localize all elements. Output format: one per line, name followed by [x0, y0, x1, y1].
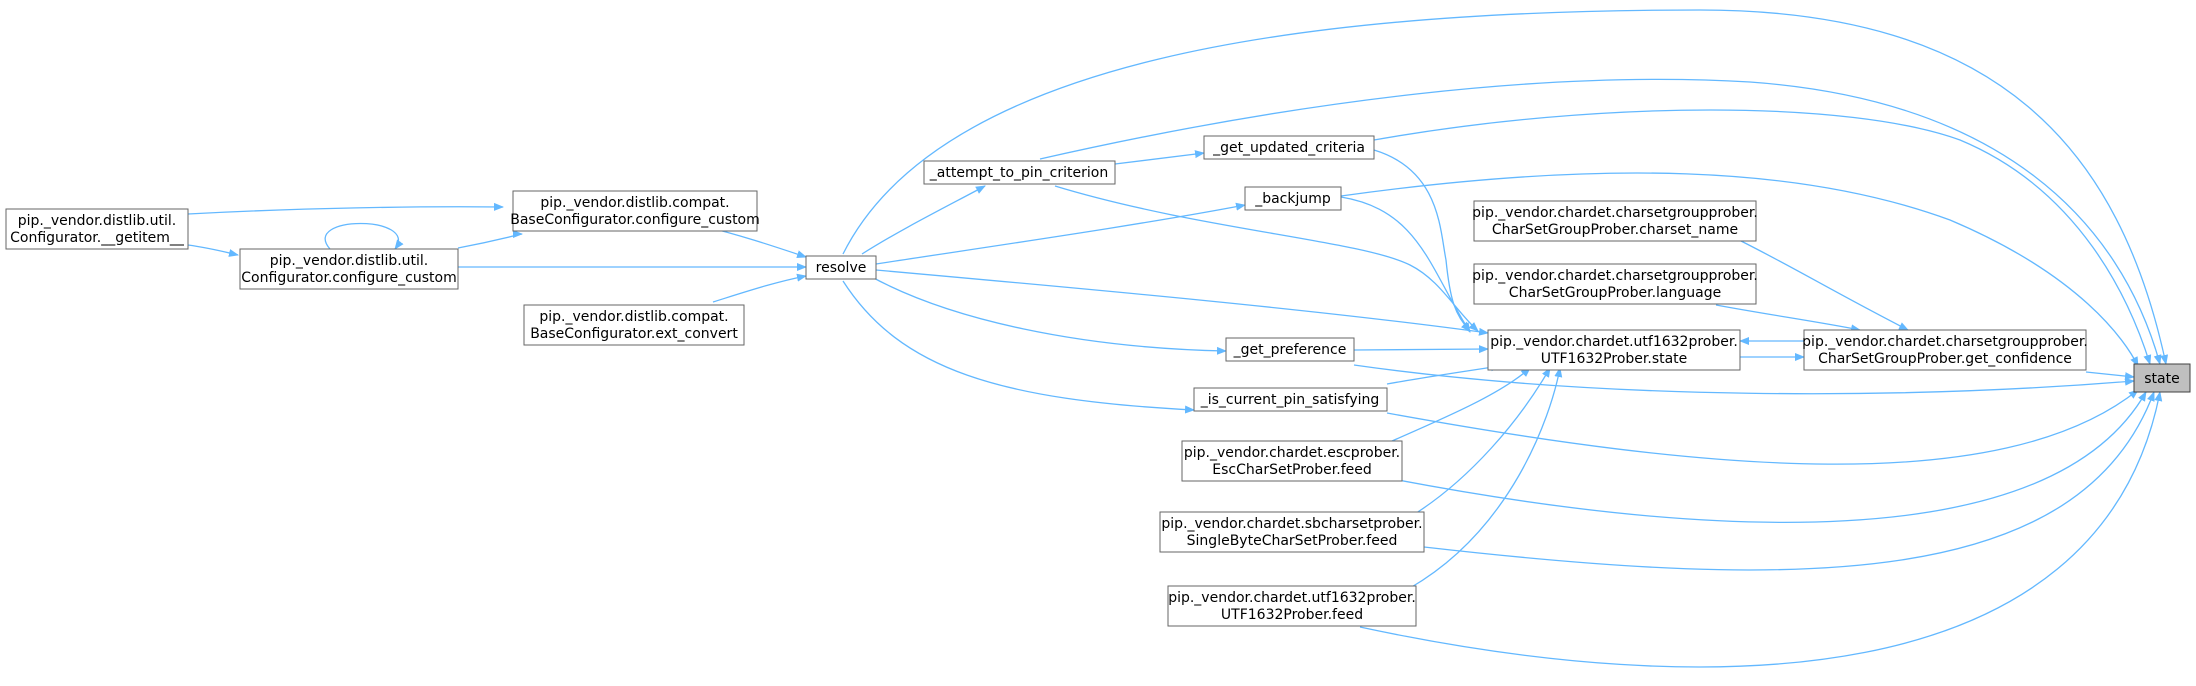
node-get-updated-criteria[interactable]: _get_updated_criteria: [1203, 135, 1375, 160]
node-label-line-2: EscCharSetProber.feed: [1212, 462, 1371, 478]
edges: [187, 9, 2169, 668]
node-label-line-1: pip._vendor.chardet.escprober.: [1184, 445, 1400, 461]
edge-sbc-feed-to-state: [1423, 391, 2155, 571]
node-label-line-1: pip._vendor.chardet.utf1632prober.: [1168, 590, 1416, 606]
nodes: state pip._vendor.chardet.charsetgrouppr…: [5, 135, 2191, 627]
node-label-line-1: pip._vendor.chardet.charsetgroupprober.: [1802, 334, 2088, 350]
edge-resolve-to-get-preference: [869, 275, 1227, 355]
edge-resolve-to-utf-state: [875, 269, 1489, 336]
node-state[interactable]: state: [2133, 363, 2191, 393]
edge-util-configure-self-loop: [324, 222, 404, 250]
node-label-line-2: SingleByteCharSetProber.feed: [1187, 533, 1398, 549]
node-resolve[interactable]: resolve: [805, 255, 877, 280]
edge-resolve-to-attempt: [861, 185, 986, 255]
node-label: _backjump: [1254, 191, 1331, 207]
node-label: _is_current_pin_satisfying: [1200, 392, 1380, 408]
edge-sbc-feed-to-utf-state: [1409, 367, 1551, 518]
node-charset-name[interactable]: pip._vendor.chardet.charsetgroupprober. …: [1472, 200, 1758, 242]
node-label-line-1: pip._vendor.distlib.util.: [18, 213, 177, 229]
node-attempt-to-pin-criterion[interactable]: _attempt_to_pin_criterion: [923, 160, 1116, 185]
edge-util-configure-to-compat-configure: [457, 230, 523, 249]
edge-ext-convert-to-resolve: [712, 273, 807, 303]
node-esc-feed[interactable]: pip._vendor.chardet.escprober. EscCharSe…: [1181, 440, 1403, 482]
node-label-line-2: Configurator.configure_custom: [241, 270, 456, 286]
node-ext-convert[interactable]: pip._vendor.distlib.compat. BaseConfigur…: [523, 304, 745, 346]
edge-get-preference-to-utf-state: [1353, 345, 1489, 354]
node-backjump[interactable]: _backjump: [1244, 186, 1342, 211]
edge-language-to-get-confidence: [1715, 304, 1861, 333]
node-utf1632-state[interactable]: pip._vendor.chardet.utf1632prober. UTF16…: [1487, 329, 1741, 371]
node-label-line-1: pip._vendor.chardet.utf1632prober.: [1490, 334, 1738, 350]
node-utf1632-feed[interactable]: pip._vendor.chardet.utf1632prober. UTF16…: [1167, 585, 1417, 627]
node-label: state: [2144, 371, 2179, 387]
node-label: _attempt_to_pin_criterion: [929, 165, 1108, 181]
edge-utf-feed-to-utf-state: [1409, 367, 1563, 589]
node-label-line-2: BaseConfigurator.ext_convert: [530, 326, 738, 342]
node-label-line-2: BaseConfigurator.configure_custom: [510, 212, 760, 228]
node-get-confidence[interactable]: pip._vendor.chardet.charsetgroupprober. …: [1802, 329, 2088, 371]
node-sbc-feed[interactable]: pip._vendor.chardet.sbcharsetprober. Sin…: [1159, 511, 1425, 553]
node-get-preference[interactable]: _get_preference: [1225, 337, 1355, 362]
node-label-line-1: pip._vendor.distlib.compat.: [540, 195, 729, 211]
node-language[interactable]: pip._vendor.chardet.charsetgroupprober. …: [1472, 263, 1758, 305]
edge-attempt-to-utf-state: [1054, 185, 1479, 332]
edge-backjump-to-state: [1340, 172, 2139, 367]
node-label-line-1: pip._vendor.chardet.charsetgroupprober.: [1472, 205, 1758, 221]
node-label-line-1: pip._vendor.distlib.compat.: [539, 309, 728, 325]
node-label: resolve: [816, 260, 867, 276]
edge-backjump-to-utf-state: [1340, 196, 1471, 333]
edge-updated-criteria-to-utf-state: [1373, 149, 1471, 332]
edge-getitem-to-compat-configure: [187, 202, 504, 215]
edge-attempt-to-state: [1039, 78, 2162, 365]
edge-updated-criteria-to-state: [1373, 109, 2152, 365]
edge-charset-name-to-get-confidence: [1730, 235, 1909, 331]
node-getitem[interactable]: pip._vendor.distlib.util. Configurator._…: [5, 208, 189, 250]
node-compat-configure-custom[interactable]: pip._vendor.distlib.compat. BaseConfigur…: [510, 190, 760, 232]
edge-getitem-to-util-configure: [187, 244, 239, 257]
edge-attempt-to-updated-criteria: [1114, 150, 1205, 165]
node-label-line-2: UTF1632Prober.feed: [1221, 607, 1363, 623]
edge-esc-feed-to-utf-state: [1375, 367, 1531, 449]
node-label: _get_preference: [1233, 342, 1347, 358]
node-is-current-pin-satisfying[interactable]: _is_current_pin_satisfying: [1193, 387, 1388, 412]
edge-esc-feed-to-state: [1366, 391, 2147, 523]
node-label-line-1: pip._vendor.chardet.sbcharsetprober.: [1161, 516, 1422, 532]
edge-resolve-to-pin-satisfying: [842, 280, 1195, 414]
node-label-line-2: UTF1632Prober.state: [1541, 351, 1688, 367]
node-label-line-2: CharSetGroupProber.charset_name: [1492, 222, 1738, 238]
edge-pin-satisfying-to-utf-state: [1386, 363, 1501, 385]
node-label-line-2: CharSetGroupProber.language: [1509, 285, 1721, 301]
node-util-configure-custom[interactable]: pip._vendor.distlib.util. Configurator.c…: [239, 248, 459, 290]
node-label-line-1: pip._vendor.distlib.util.: [270, 253, 429, 269]
node-label-line-2: CharSetGroupProber.get_confidence: [1818, 351, 2072, 367]
edge-get-preference-to-state: [1353, 364, 2135, 395]
node-label-line-2: Configurator.__getitem__: [10, 230, 185, 246]
edge-resolve-to-state: [842, 9, 2169, 365]
edge-resolve-to-backjump: [875, 202, 1246, 265]
node-label-line-1: pip._vendor.chardet.charsetgroupprober.: [1472, 268, 1758, 284]
edge-get-confidence-to-state: [2085, 371, 2135, 381]
edge-pin-satisfying-to-state: [1386, 389, 2139, 465]
edge-utf-feed-to-state: [1359, 391, 2163, 668]
node-label: _get_updated_criteria: [1212, 140, 1365, 156]
